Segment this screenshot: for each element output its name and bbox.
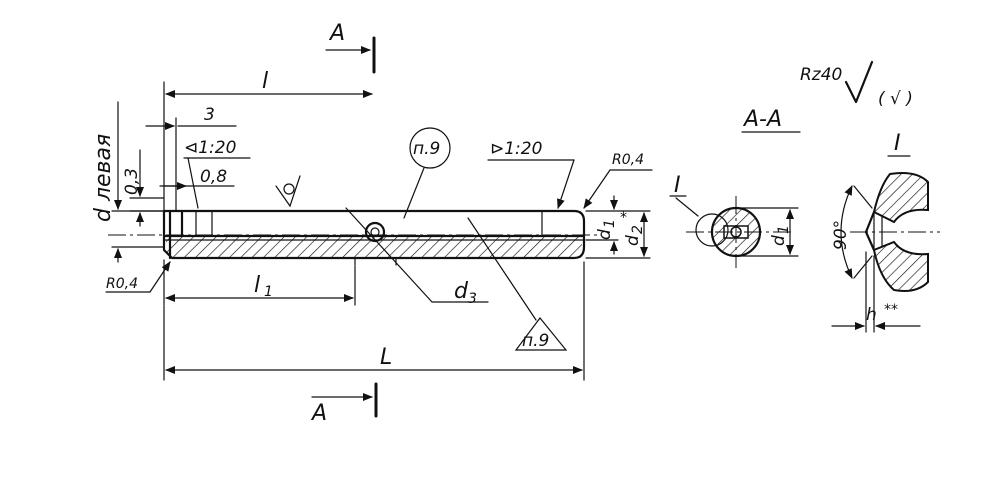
roughness-paren: ( √ ) xyxy=(878,89,913,109)
dim-d2-star: * xyxy=(620,210,627,226)
note-triangle: п.9 xyxy=(467,217,568,351)
section-cut-line: A A xyxy=(310,21,378,426)
detail-mark-label: I xyxy=(674,173,681,198)
dim-l1-sub: 1 xyxy=(264,284,273,300)
taper-left: ⊲1:20 xyxy=(183,138,251,209)
section-d1-sub: 1 xyxy=(776,225,792,234)
dim-L: L xyxy=(163,261,585,381)
dim-d3: d 3 xyxy=(345,207,489,307)
dim-d3-sub: 3 xyxy=(468,291,477,307)
section-mark-bottom: A xyxy=(310,401,327,426)
dim-L-label: L xyxy=(380,345,392,370)
roughness-header: Rz40 ( √ ) xyxy=(800,60,913,109)
dim-d1-d2: d 1 d 2 * xyxy=(585,195,651,259)
dim-l1-label: l xyxy=(254,273,260,298)
dim-d2-sub: 2 xyxy=(630,225,646,234)
dim-3: 3 xyxy=(145,105,237,211)
note-triangle-label: п.9 xyxy=(522,331,549,351)
section-title: A-A xyxy=(742,107,782,132)
dim-d-left-label: d левая xyxy=(91,134,116,222)
dim-r-right: R0,4 xyxy=(583,152,653,209)
note-circle-label: п.9 xyxy=(413,139,440,159)
roughness-value: Rz40 xyxy=(800,65,842,85)
section-view: A-A I d 1 xyxy=(669,107,801,268)
dim-d3-label: d xyxy=(454,279,469,304)
dim-0-3-label: 0,3 xyxy=(122,168,142,195)
dim-l: l xyxy=(163,69,373,211)
dim-l1: l 1 xyxy=(163,259,356,306)
section-mark-top: A xyxy=(328,21,345,46)
detail-angle: 90° xyxy=(831,220,851,250)
dim-d2-label: d xyxy=(623,235,643,246)
section-d1-label: d xyxy=(769,235,789,246)
detail-hstars: ** xyxy=(884,302,898,318)
dim-d-left: d левая xyxy=(91,101,165,263)
taper-right-label: ⊳1:20 xyxy=(490,139,542,159)
taper-right: ⊳1:20 xyxy=(487,139,575,209)
dim-r-left-label: R0,4 xyxy=(106,276,138,292)
detail-title: I xyxy=(894,131,901,156)
dim-0-8-label: 0,8 xyxy=(200,167,227,187)
note-circle: п.9 xyxy=(403,127,451,219)
dim-0-3: 0,3 xyxy=(122,149,165,227)
roughness-mark-body xyxy=(275,175,301,208)
taper-left-label: ⊲1:20 xyxy=(184,138,236,158)
detail-view: I 90° h ** xyxy=(831,131,940,333)
dim-3-label: 3 xyxy=(204,105,215,125)
dim-l-label: l xyxy=(262,69,268,94)
dim-r-left: R0,4 xyxy=(105,261,171,293)
dim-d1-label: d xyxy=(595,229,615,240)
dim-r-right-label: R0,4 xyxy=(612,152,644,168)
pin-body xyxy=(108,209,600,266)
dim-d1-sub: 1 xyxy=(602,219,618,228)
detail-h: h xyxy=(866,305,877,325)
dim-0-8: 0,8 xyxy=(159,167,235,190)
